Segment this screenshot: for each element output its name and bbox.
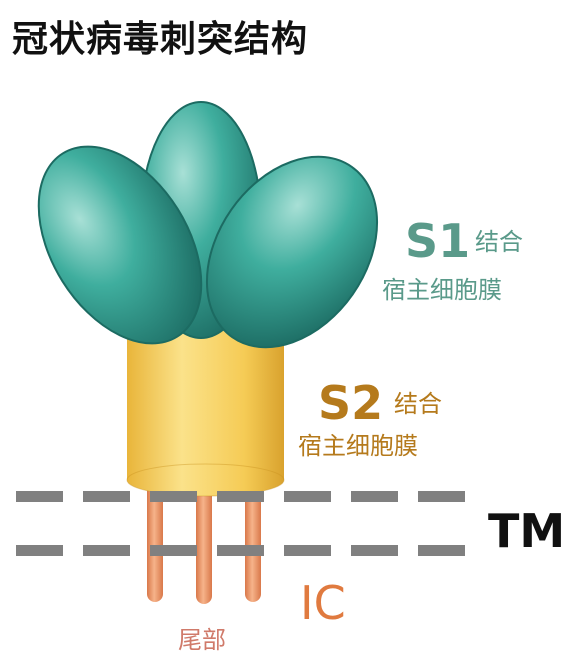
s1-lobe-left <box>37 145 203 345</box>
s1-function-line2: 宿主细胞膜 <box>382 276 502 304</box>
s2-function-line1: 结合 <box>394 390 442 418</box>
s2-label: S2 <box>318 376 384 430</box>
s2-function-line2: 宿主细胞膜 <box>298 432 418 460</box>
membrane-inner-line <box>16 545 465 556</box>
membrane-outer-line <box>16 491 465 502</box>
s1-lobe-right <box>205 155 379 349</box>
s2-stalk <box>126 330 285 497</box>
page-title: 冠状病毒刺突结构 <box>12 19 309 60</box>
tail-label: 尾部 <box>178 626 226 654</box>
s1-label: S1 <box>405 214 471 268</box>
tail-rod-right <box>245 470 261 602</box>
membrane <box>16 491 465 556</box>
tail-rod-center <box>196 470 212 604</box>
tail-rods <box>147 470 261 604</box>
tm-label: TM <box>488 504 566 558</box>
tail-rod-left <box>147 470 163 602</box>
s1-function-line1: 结合 <box>475 228 523 256</box>
ic-label: IC <box>300 576 346 630</box>
s1-head <box>37 101 379 349</box>
